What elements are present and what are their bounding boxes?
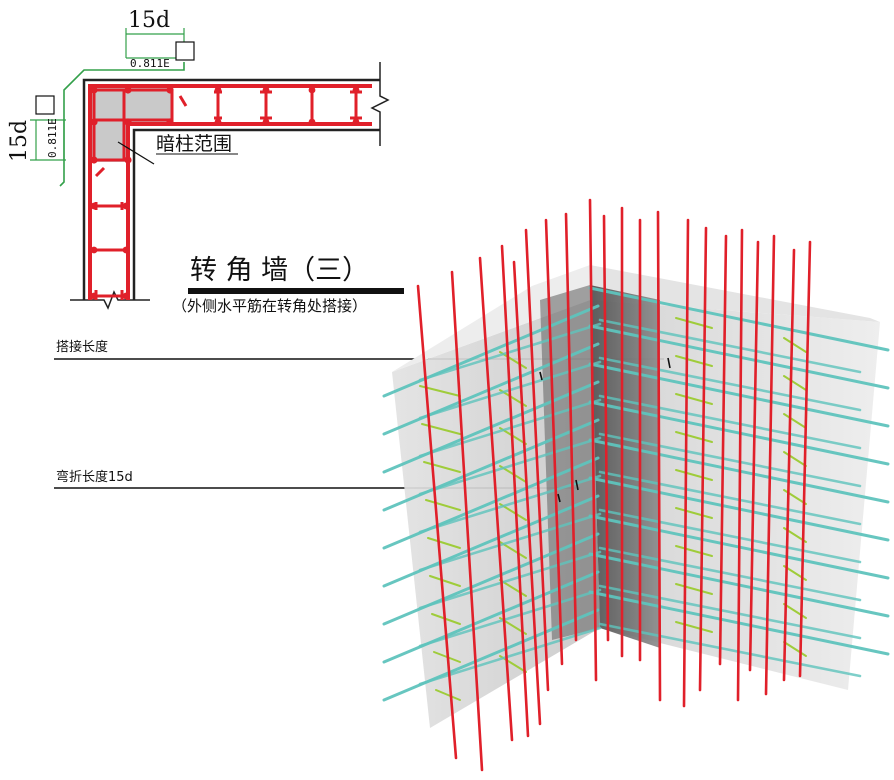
horizontal-rebar-left-inner	[418, 436, 602, 496]
plan-view: 15d 0.811E 15d 0.811E 暗柱范围	[7, 8, 390, 310]
plan-lap-rebar	[59, 62, 185, 187]
tie-bar-right-b	[783, 337, 807, 353]
callout-bend-length: 弯折长度15d	[56, 469, 133, 485]
horizontal-rebar-right-inner	[598, 356, 862, 412]
plan-dim-left	[30, 119, 66, 161]
lap-markers	[539, 357, 671, 503]
vertical-rebar	[656, 210, 662, 702]
tie-bar-right-b	[783, 375, 807, 391]
horizontal-rebar-left-inner	[418, 550, 602, 610]
plan-hidden-column-label: 暗柱范围	[156, 133, 232, 155]
tie-bar-left	[435, 689, 461, 701]
vertical-rebar	[524, 228, 550, 692]
horizontal-rebar-right-inner	[598, 432, 862, 488]
tie-bar-right-b	[783, 413, 807, 429]
vertical-rebar	[450, 270, 484, 772]
plan-ties-horizontal	[214, 88, 362, 122]
plan-dim-top-label: 15d	[128, 8, 170, 33]
horizontal-rebar-left-inner	[418, 588, 602, 648]
horizontal-rebar-right-inner	[598, 622, 862, 678]
horizontal-rebar-right-inner	[598, 318, 862, 374]
tie-bar-left	[429, 575, 461, 587]
plan-box-top	[175, 41, 195, 61]
tie-bar-right-a	[675, 469, 713, 481]
vertical-rebar	[588, 198, 598, 682]
plan-hook-1	[178, 95, 188, 107]
plan-wall-outline	[82, 78, 380, 300]
horizontal-rebar-left-inner	[418, 512, 602, 572]
vertical-rebar	[602, 214, 610, 642]
vertical-rebar	[682, 218, 690, 708]
plan-dim-left-label: 15d	[7, 120, 32, 162]
plan-outer-rebar	[88, 84, 372, 300]
vertical-rebar	[564, 212, 578, 642]
tie-bar-right-a	[675, 431, 713, 443]
tie-bar-left	[427, 537, 461, 549]
vertical-rebar	[782, 248, 796, 682]
horizontal-rebar-right-inner	[598, 470, 862, 526]
plan-lap-top-label: 0.811E	[130, 57, 170, 70]
tie-bar-right-a	[675, 507, 713, 519]
page-subtitle: （外侧水平筋在转角处搭接）	[172, 297, 367, 315]
horizontal-rebar-right-inner	[598, 546, 862, 602]
vertical-rebar	[500, 244, 530, 738]
plan-rebar-dots	[90, 86, 360, 300]
tie-bar-left	[423, 461, 461, 473]
vertical-rebars	[416, 198, 812, 772]
horizontal-rebar-left-inner	[418, 474, 602, 534]
tie-bar-right-a	[675, 545, 713, 557]
wall-left-top	[392, 265, 590, 372]
tie-bar-right-a	[675, 393, 713, 405]
tie-bar-right-b	[783, 641, 807, 657]
vertical-rebar	[698, 226, 708, 692]
plan-wall-inner	[132, 128, 380, 300]
horizontal-rebar-right-inner	[598, 508, 862, 564]
tie-bar-right-a	[675, 583, 713, 595]
callout-lap-length: 搭接长度	[56, 339, 108, 355]
horizontal-rebar-right-inner	[598, 584, 862, 640]
plan-break-bottom	[70, 290, 150, 310]
tie-bar-right-b	[783, 451, 807, 467]
vertical-rebar	[764, 234, 776, 696]
plan-lap-left-label: 0.811E	[46, 118, 59, 158]
vertical-rebar	[798, 240, 812, 678]
vertical-rebar	[512, 260, 542, 726]
plan-break-right	[370, 62, 390, 146]
vertical-rebar	[736, 228, 744, 702]
plan-box-left	[35, 95, 55, 115]
tie-bar-left	[425, 499, 461, 511]
wall-3d-view	[382, 198, 890, 772]
vertical-rebar	[478, 256, 514, 742]
vertical-rebar	[544, 218, 564, 666]
title-underline	[188, 288, 404, 294]
vertical-rebar	[416, 284, 458, 760]
vertical-rebar	[748, 240, 760, 672]
vertical-rebar	[718, 234, 728, 666]
page-title: 转 角 墙（三）	[190, 255, 369, 286]
tie-bar-right-a	[675, 621, 713, 633]
plan-hook-2	[94, 166, 106, 178]
plan-column-leader	[117, 141, 155, 165]
tie-bar-right-a	[675, 355, 713, 367]
horizontal-rebar-right-inner	[598, 394, 862, 450]
